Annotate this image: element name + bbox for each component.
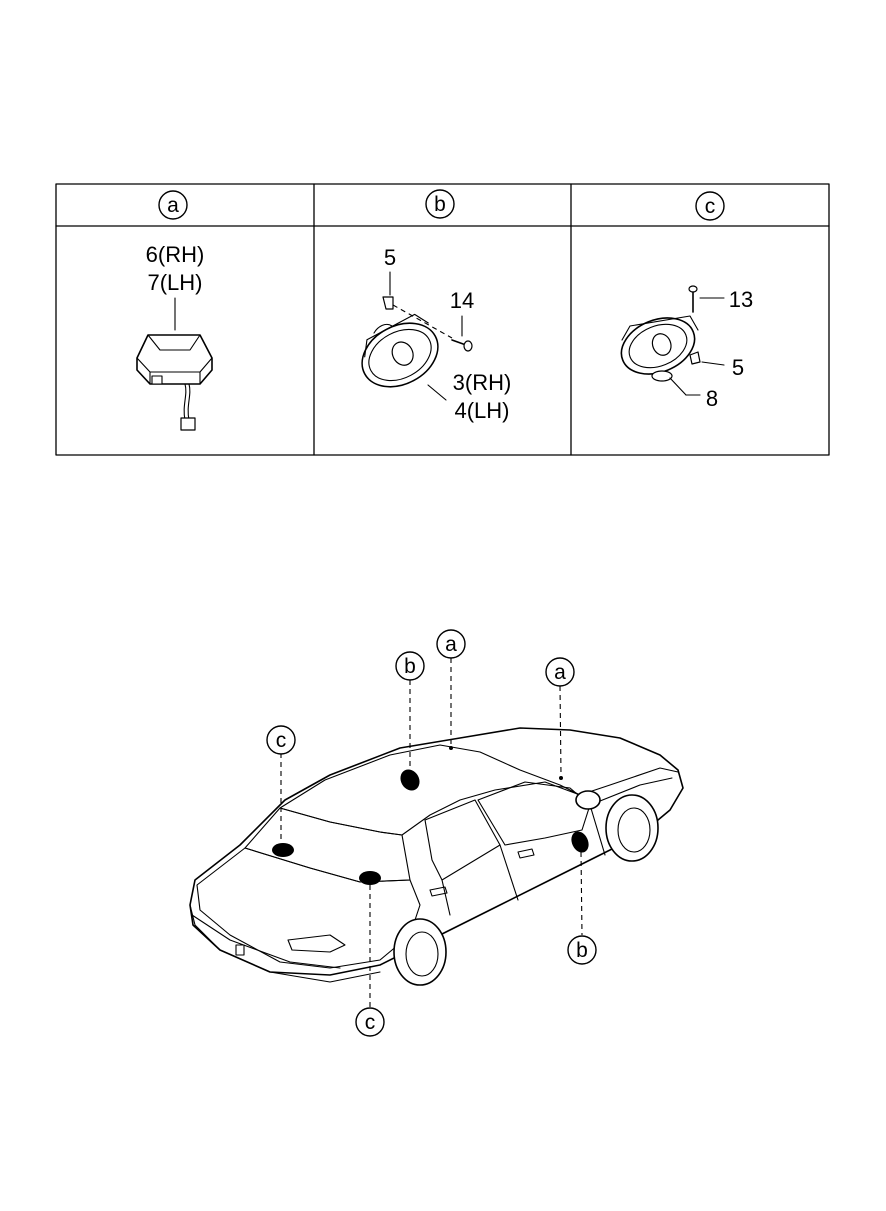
callout-door-b: b: [567, 935, 597, 965]
svg-text:c: c: [276, 729, 287, 752]
label-13: 13: [729, 287, 753, 312]
label-8: 8: [706, 386, 718, 411]
speaker-location-b-deck: [400, 769, 420, 791]
callout-pillar-a: a: [545, 657, 575, 687]
label-5-c: 5: [732, 355, 744, 380]
svg-text:a: a: [554, 661, 566, 684]
label-7lh: 7(LH): [147, 270, 202, 295]
panel-a-tweeter: 6(RH) 7(LH): [136, 242, 213, 431]
callout-leaders: [280, 658, 583, 1008]
tweeter-location-roof: [449, 746, 453, 750]
panel-c-speaker: 13 5 8: [620, 285, 753, 411]
svg-text:b: b: [434, 193, 446, 216]
label-4lh: 4(LH): [454, 398, 509, 423]
label-6rh: 6(RH): [146, 242, 205, 267]
label-14: 14: [450, 288, 474, 313]
panel-b-speaker: 5 14 3(RH) 4(LH): [361, 245, 512, 423]
car-illustration: [189, 727, 684, 986]
svg-text:c: c: [705, 195, 716, 218]
callout-deck-b: b: [395, 651, 425, 681]
header-a: a: [158, 190, 188, 220]
svg-text:c: c: [365, 1011, 376, 1034]
speaker-location-c-left: [272, 843, 294, 857]
callout-right-c: c: [355, 1007, 385, 1037]
svg-text:b: b: [576, 939, 588, 962]
speaker-location-c-right: [359, 871, 381, 885]
label-3rh: 3(RH): [453, 370, 512, 395]
parts-table: [55, 183, 830, 456]
speaker-location-b-door: [571, 831, 589, 853]
label-5: 5: [384, 245, 396, 270]
callout-left-c: c: [266, 725, 296, 755]
svg-text:b: b: [404, 655, 416, 678]
svg-text:a: a: [167, 194, 179, 217]
header-b: b: [425, 189, 455, 219]
tweeter-location-pillar: [559, 776, 563, 780]
header-c: c: [695, 191, 725, 221]
svg-text:a: a: [445, 633, 457, 656]
callout-roof-a: a: [436, 629, 466, 659]
